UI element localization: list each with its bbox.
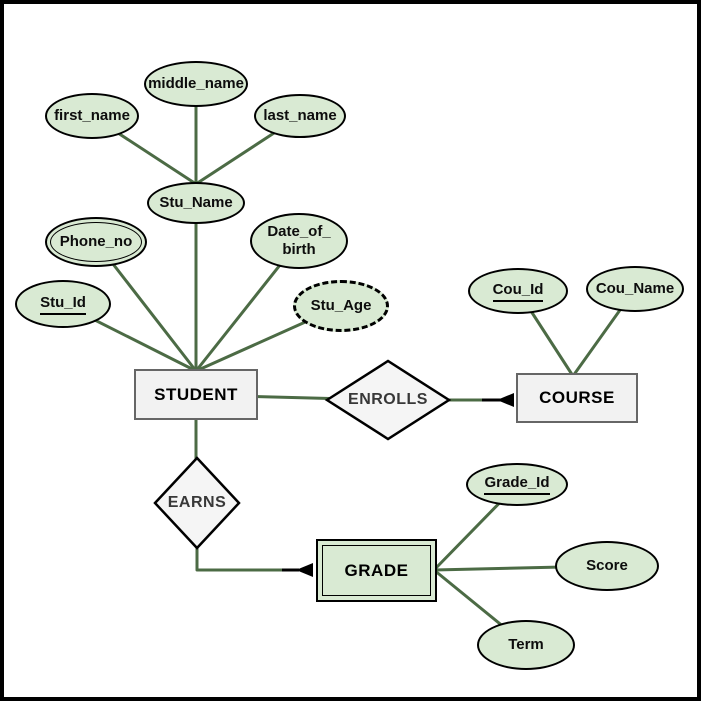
attribute-phone-no-label: Phone_no: [59, 233, 133, 250]
attribute-last-name-label: last_name: [263, 107, 337, 124]
attribute-stu-age-derived: Stu_Age: [293, 280, 389, 332]
attribute-score: Score: [555, 541, 659, 591]
entity-course: COURSE: [516, 373, 638, 423]
entity-grade-label: GRADE: [344, 560, 409, 580]
many-arrow-marker-grade: [296, 563, 313, 577]
attribute-middle-name: middle_name: [144, 61, 248, 107]
attribute-stu-id-key: Stu_Id: [15, 280, 111, 328]
date-of-birth-line1: Date_of_: [267, 223, 331, 240]
attribute-cou-id-label: Cou_Id: [492, 281, 544, 302]
relationship-diamonds: [153, 359, 452, 550]
entity-grade-weak: GRADE: [316, 539, 437, 602]
attribute-grade-id-key: Grade_Id: [466, 463, 568, 506]
entity-student: STUDENT: [134, 369, 258, 420]
attribute-cou-id-key: Cou_Id: [468, 268, 568, 314]
attribute-term: Term: [477, 620, 575, 670]
attribute-date-of-birth-label: Date_of_birth: [267, 223, 330, 259]
attribute-score-label: Score: [586, 557, 628, 574]
attribute-grade-id-label: Grade_Id: [484, 474, 550, 495]
attribute-first-name-label: first_name: [54, 107, 130, 124]
attribute-date-of-birth: Date_of_birth: [250, 213, 348, 269]
date-of-birth-line2: birth: [282, 241, 316, 258]
entity-course-label: COURSE: [539, 388, 615, 407]
attribute-stu-name-label: Stu_Name: [159, 194, 233, 211]
attribute-cou-name: Cou_Name: [586, 266, 684, 312]
attribute-first-name: first_name: [45, 93, 139, 139]
attribute-middle-name-label: middle_name: [148, 75, 244, 92]
entity-student-label: STUDENT: [154, 384, 238, 404]
attribute-stu-age-label: Stu_Age: [310, 297, 372, 314]
relationship-earns-diamond: [153, 456, 241, 550]
many-arrow-marker-course: [497, 393, 514, 407]
attribute-last-name: last_name: [254, 94, 346, 138]
attribute-cou-name-label: Cou_Name: [595, 280, 675, 297]
attribute-phone-no-multivalued: Phone_no: [45, 217, 147, 267]
relationship-enrolls-diamond: [324, 359, 452, 441]
cardinality-markers: [282, 393, 514, 577]
attribute-stu-id-label: Stu_Id: [40, 294, 86, 315]
attribute-stu-name: Stu_Name: [147, 182, 245, 224]
attribute-term-label: Term: [508, 636, 544, 653]
